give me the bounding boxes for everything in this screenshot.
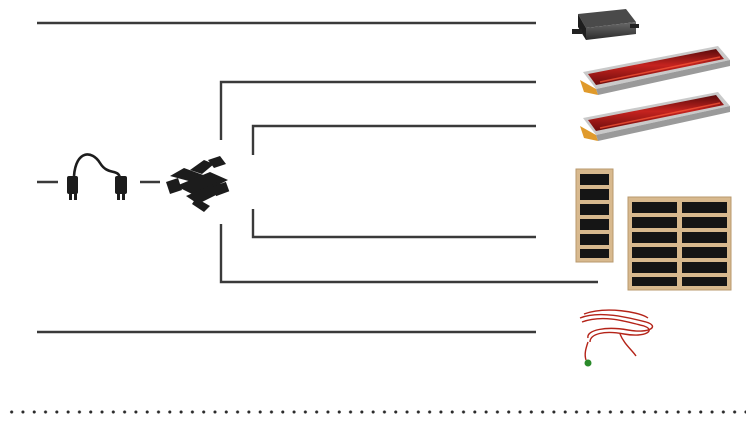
control-box-icon (572, 9, 639, 40)
connection-lines (37, 21, 598, 334)
sensor-cable-icon (579, 309, 653, 361)
line-panel-small (251, 209, 536, 239)
splitter-connector-icon (166, 156, 230, 212)
power-cable-icon (67, 153, 127, 200)
red-infrared-heater-icon (580, 46, 730, 95)
red-infrared-heater-icon (580, 92, 730, 141)
line-heater-1 (219, 80, 536, 140)
heating-panel-icon (627, 196, 732, 291)
dotted-separator (6, 409, 746, 415)
heating-panel-icon (575, 168, 614, 263)
line-panel-large (219, 224, 598, 284)
sensor-tip-icon (584, 359, 592, 367)
line-heater-2 (251, 124, 536, 155)
